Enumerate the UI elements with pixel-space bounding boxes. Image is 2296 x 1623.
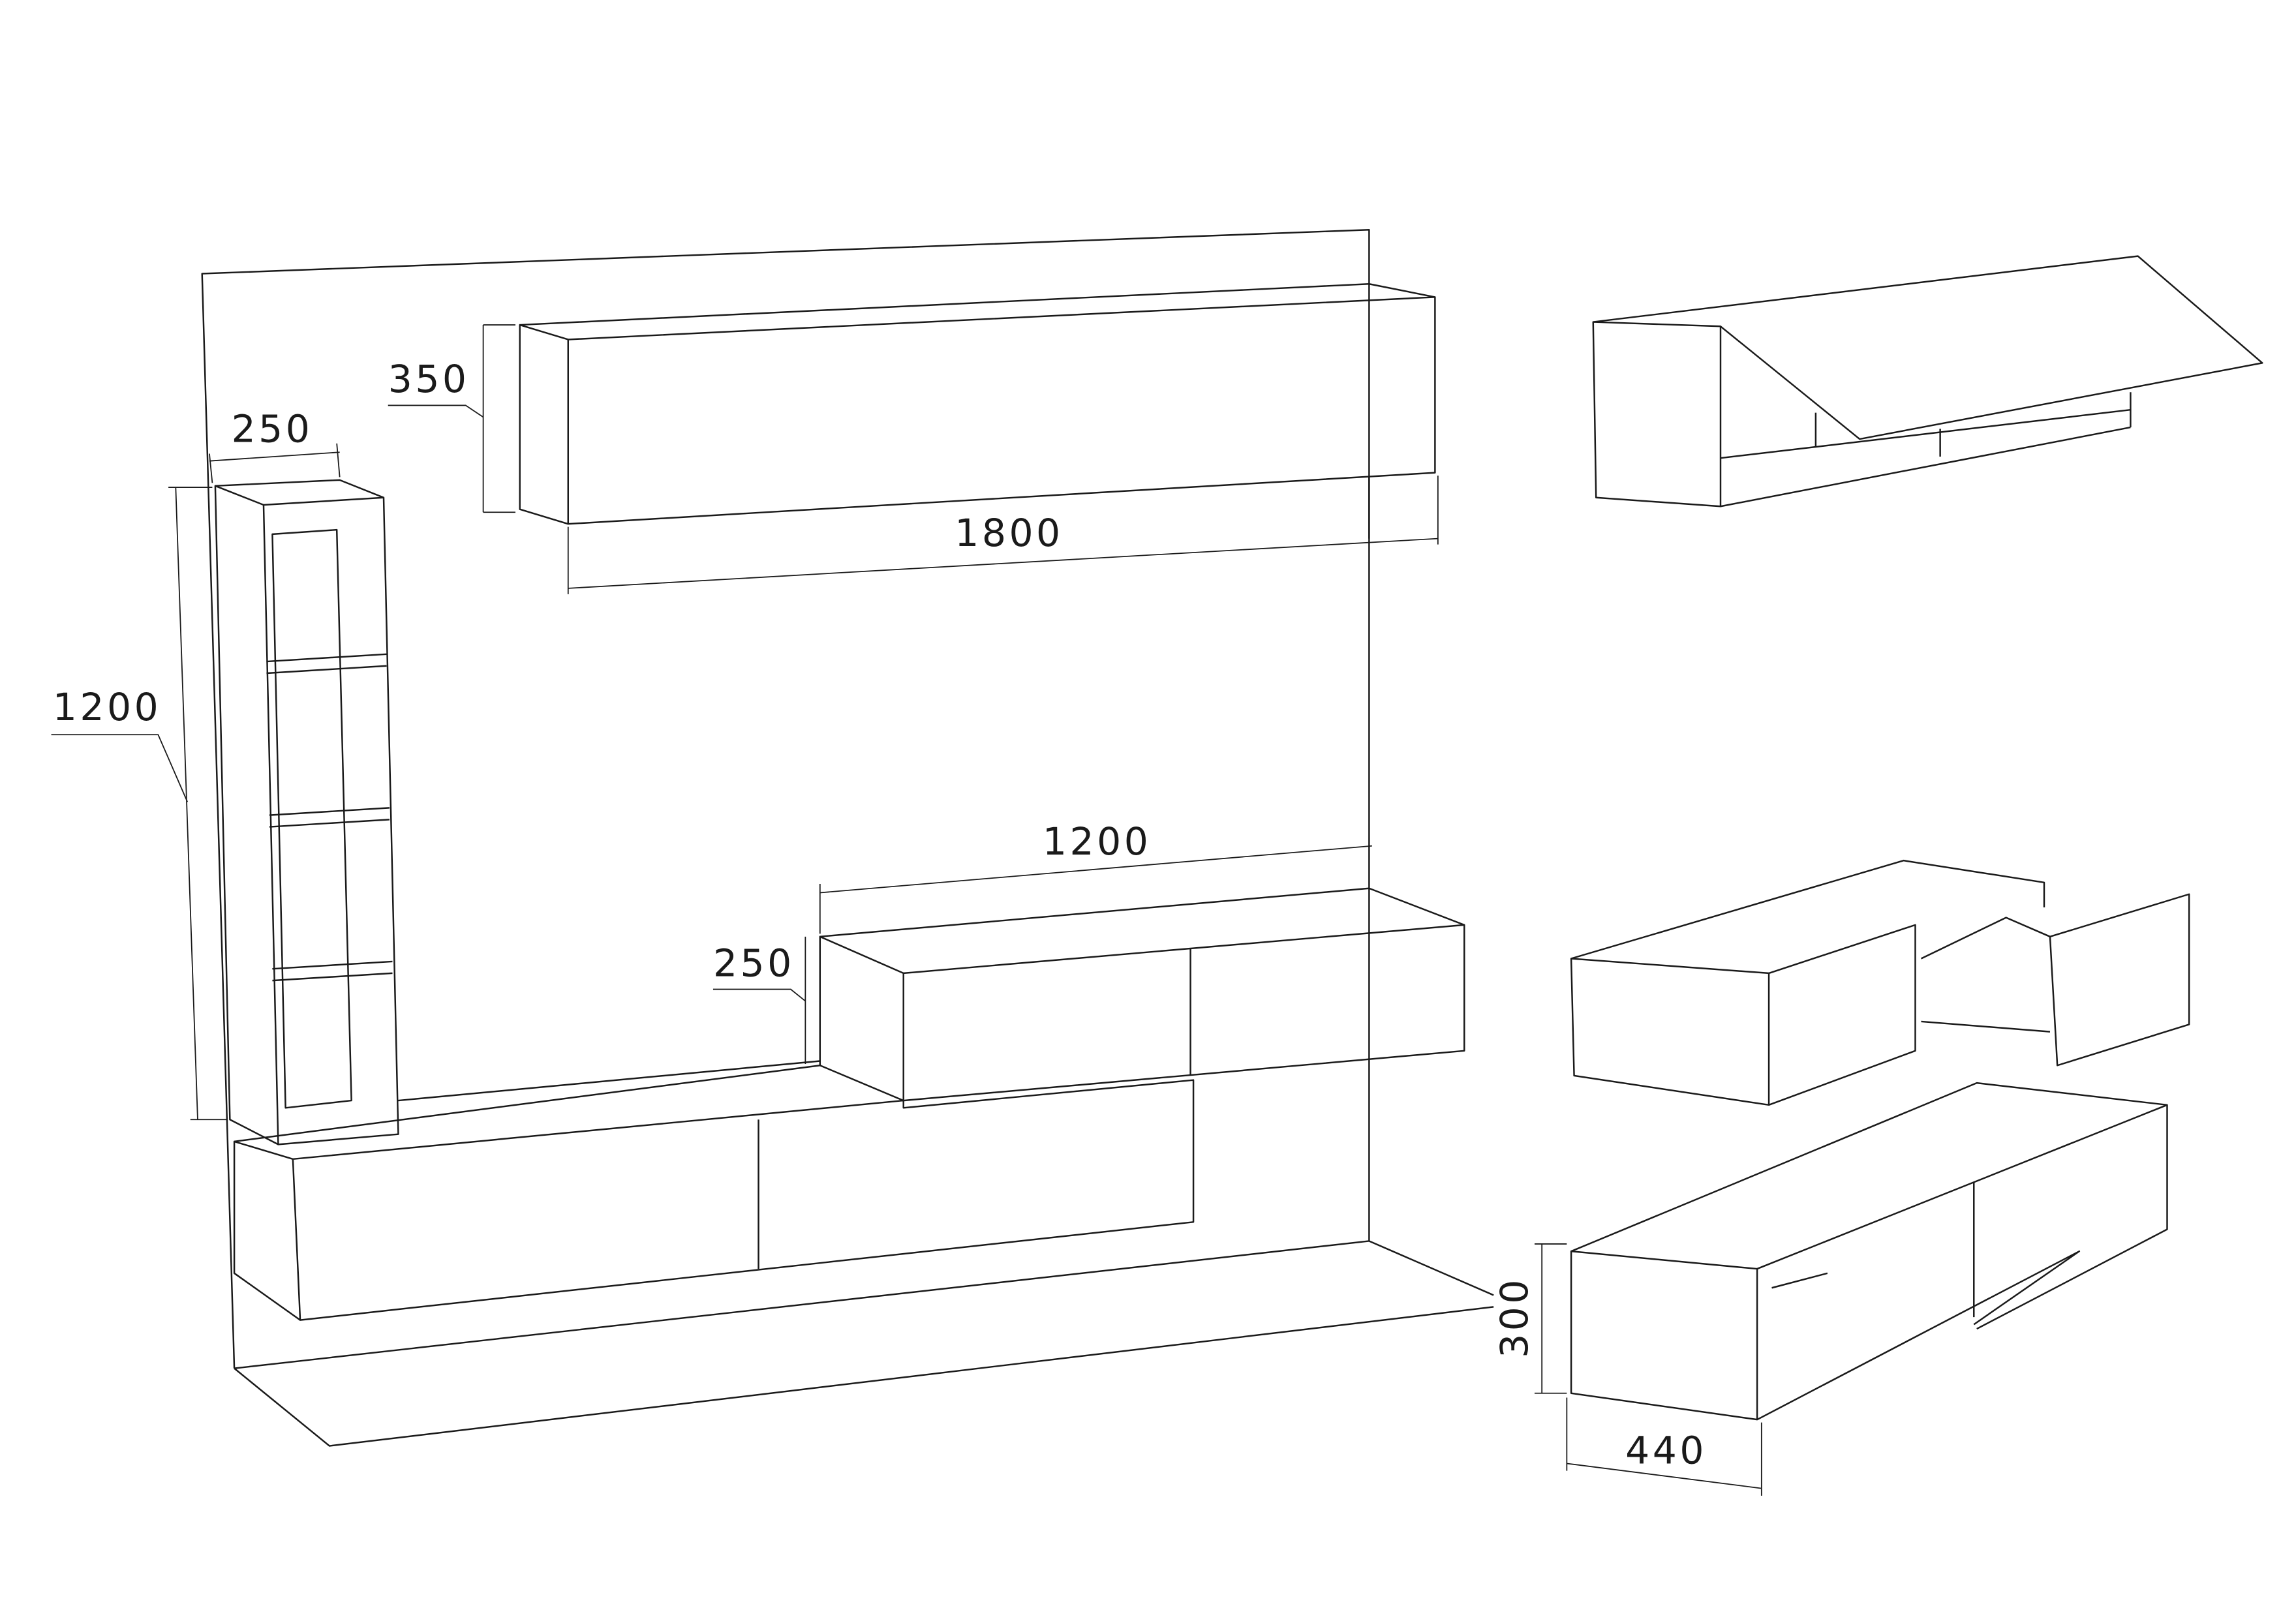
dim-label-1200-shelf: 1200: [53, 685, 161, 729]
low-bench: [233, 1060, 1195, 1321]
dim-label-440: 440: [1625, 1428, 1707, 1472]
tall-shelf: [214, 479, 399, 1145]
dimension-shelf-height: 1200: [51, 487, 227, 1121]
dimension-shelf-width: 250: [209, 407, 341, 483]
dimension-top-height: 350: [388, 324, 515, 513]
wall-cabinet-open-flap: [1592, 255, 2263, 508]
dim-label-1800: 1800: [955, 511, 1063, 555]
dim-label-300: 300: [1492, 1277, 1537, 1358]
dimension-low-height: 300: [1492, 1243, 1567, 1394]
dimension-mid-height: 250: [713, 936, 806, 1064]
dimension-top-width: 1800: [567, 476, 1439, 594]
dimension-low-depth: 440: [1566, 1397, 1762, 1496]
dim-label-250-mid: 250: [713, 941, 795, 985]
top-cabinet: [519, 282, 1436, 539]
low-cabinet-open-flap: [1570, 1082, 2168, 1421]
dim-label-350: 350: [388, 357, 470, 401]
drawer-cabinet: [1570, 859, 2190, 1106]
dim-label-250-shelf: 250: [232, 407, 313, 451]
dim-label-1200-mid: 1200: [1043, 819, 1151, 864]
dimension-mid-width: 1200: [819, 819, 1372, 934]
back-wall-panel: [201, 228, 1494, 1447]
middle-cabinet: [819, 887, 1465, 1102]
